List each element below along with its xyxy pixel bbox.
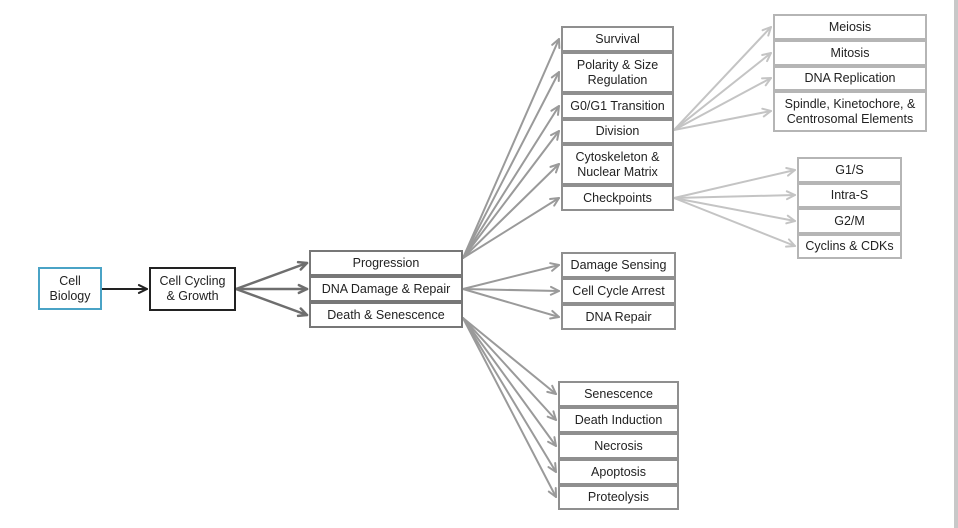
node-g0-g1-transition: G0/G1 Transition — [561, 93, 674, 119]
arrow-checkpoint-child-0 — [673, 169, 796, 199]
arrow-progression-child-1 — [462, 71, 560, 259]
node-proteolysis: Proteolysis — [558, 485, 679, 510]
arrow-progression-child-5-head — [549, 197, 560, 207]
node-dna-repair: DNA Repair — [561, 304, 676, 330]
arrow-death-child-1 — [462, 317, 557, 421]
right-edge-border — [954, 0, 958, 528]
arrow-damage-child-0-head — [549, 262, 560, 272]
node-spindle-kinetochore-centrosomal: Spindle, Kinetochore, & Centrosomal Elem… — [773, 91, 927, 132]
node-intra-s: Intra-S — [797, 183, 902, 208]
arrow-division-child-1-head — [761, 52, 772, 63]
node-dna-replication: DNA Replication — [773, 66, 927, 91]
node-division: Division — [561, 119, 674, 144]
node-cell-biology: Cell Biology — [38, 267, 102, 310]
arrow-progression-child-3-head — [549, 130, 560, 141]
arrow-death-child-2 — [462, 317, 557, 447]
arrow-death-child-1-head — [546, 410, 557, 421]
node-senescence: Senescence — [558, 381, 679, 407]
arrow-division-child-2 — [673, 77, 772, 131]
arrow-division-child-2-head — [761, 77, 772, 87]
arrow-death-child-0 — [462, 317, 557, 395]
arrow-death-child-2-head — [547, 436, 557, 447]
arrow-division-child-1 — [673, 52, 772, 131]
node-cytoskeleton-nuclear-matrix: Cytoskeleton & Nuclear Matrix — [561, 144, 674, 185]
node-mitosis: Mitosis — [773, 40, 927, 66]
arrow-progression-child-2-head — [550, 105, 560, 116]
arrow-damage-child-1 — [462, 288, 560, 292]
arrow-checkpoint-child-1 — [673, 194, 796, 199]
node-g2-m: G2/M — [797, 208, 902, 234]
arrow-progression-child-3 — [462, 130, 560, 259]
arrow-damage-child-2-head — [549, 309, 560, 320]
arrow-progression-child-1-head — [550, 71, 560, 82]
node-progression: Progression — [309, 250, 463, 276]
arrow-to-death-head — [296, 307, 309, 318]
arrow-checkpoint-child-2-head — [785, 214, 796, 225]
arrow-progression-child-5 — [462, 197, 560, 259]
node-polarity-size-regulation: Polarity & Size Regulation — [561, 52, 674, 93]
node-damage-sensing: Damage Sensing — [561, 252, 676, 278]
arrow-damage-child-0 — [462, 264, 560, 290]
node-apoptosis: Apoptosis — [558, 459, 679, 485]
arrow-damage-child-2 — [462, 288, 560, 318]
arrow-to-progression — [234, 261, 309, 291]
arrow-checkpoint-child-1-head — [785, 190, 796, 201]
arrow-death-child-3-head — [547, 462, 557, 473]
arrow-checkpoint-child-3 — [673, 197, 796, 247]
arrow-progression-child-0 — [462, 38, 560, 259]
arrow-division-child-0-head — [761, 26, 772, 37]
arrow-division-child-3 — [673, 110, 772, 131]
arrow-damage-child-1-head — [549, 285, 560, 296]
node-cyclins-cdks: Cyclins & CDKs — [797, 234, 902, 259]
arrow-death-child-0-head — [546, 384, 557, 395]
arrow-death-child-3 — [462, 317, 557, 473]
arrow-death-child-4 — [462, 317, 557, 498]
arrow-checkpoint-child-2 — [673, 197, 796, 222]
arrow-to-death — [234, 287, 309, 317]
arrow-progression-child-0-head — [551, 38, 561, 49]
arrow-to-dna-damage-head — [297, 283, 309, 295]
node-meiosis: Meiosis — [773, 14, 927, 40]
arrow-progression-child-4-head — [549, 163, 560, 174]
node-dna-damage-repair: DNA Damage & Repair — [309, 276, 463, 302]
arrow-checkpoint-child-0-head — [785, 167, 796, 177]
node-survival: Survival — [561, 26, 674, 52]
arrow-root-to-cell-cycling-head — [137, 284, 148, 294]
arrow-progression-child-2 — [462, 105, 560, 259]
node-necrosis: Necrosis — [558, 433, 679, 459]
node-g1-s: G1/S — [797, 157, 902, 183]
arrow-checkpoint-child-3-head — [785, 238, 796, 248]
node-checkpoints: Checkpoints — [561, 185, 674, 211]
arrow-division-child-3-head — [761, 107, 772, 118]
arrow-to-progression-head — [296, 260, 309, 271]
arrow-progression-child-4 — [462, 163, 560, 259]
arrow-division-child-0 — [673, 26, 772, 131]
node-cell-cycle-arrest: Cell Cycle Arrest — [561, 278, 676, 304]
node-death-induction: Death Induction — [558, 407, 679, 433]
arrow-death-child-4-head — [547, 487, 557, 498]
node-death-senescence: Death & Senescence — [309, 302, 463, 328]
node-cell-cycling-growth: Cell Cycling & Growth — [149, 267, 236, 311]
